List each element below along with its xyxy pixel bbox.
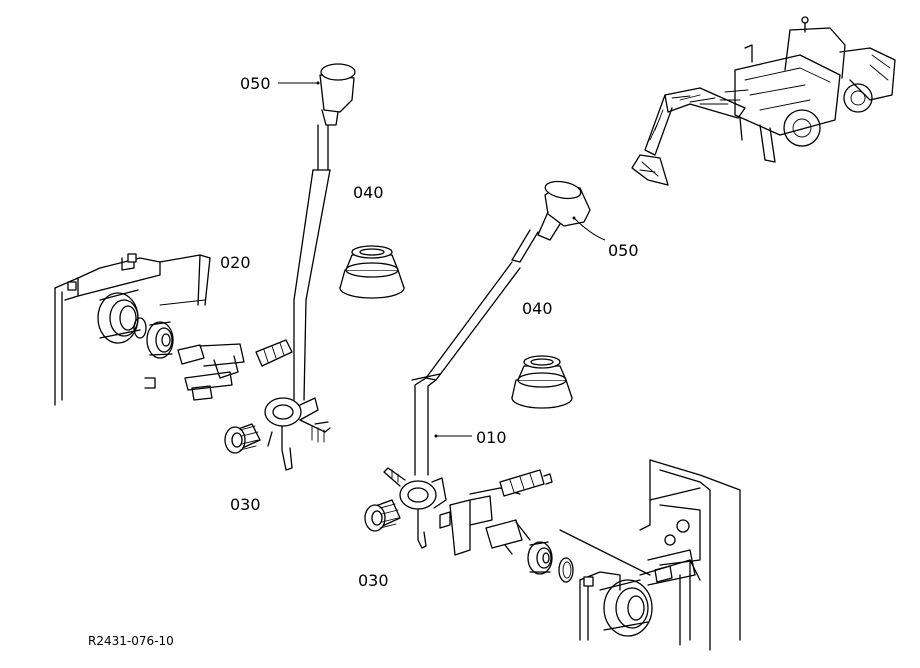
label-010: 010 <box>476 428 507 447</box>
left-needle-bearing <box>224 423 261 454</box>
label-030-left: 030 <box>230 495 261 514</box>
label-030-right: 030 <box>358 571 389 590</box>
backhoe-thumbnail <box>631 16 896 186</box>
right-frame-bracket <box>559 459 741 651</box>
left-lever-assembly <box>54 63 405 471</box>
left-pin <box>255 339 293 367</box>
right-pin <box>499 469 553 497</box>
label-050-left: 050 <box>240 74 271 93</box>
right-knob <box>537 180 591 241</box>
left-knob <box>319 63 356 126</box>
left-boot <box>339 245 405 299</box>
right-lever-assembly <box>364 180 741 651</box>
label-040-right: 040 <box>522 299 553 318</box>
label-050-right: 050 <box>608 241 639 260</box>
right-lever <box>383 229 539 549</box>
right-boot <box>511 355 573 409</box>
right-bearing <box>527 541 553 575</box>
leader-lines <box>278 81 606 438</box>
right-needle-bearing <box>364 499 401 532</box>
drawing-code: R2431-076-10 <box>88 634 174 648</box>
left-bearing-housing <box>97 289 147 344</box>
right-bearing-housing <box>599 579 653 637</box>
label-020: 020 <box>220 253 251 272</box>
left-frame-bracket <box>54 253 211 406</box>
label-040-left: 040 <box>353 183 384 202</box>
left-lever <box>264 124 331 471</box>
left-bearing <box>146 321 174 359</box>
